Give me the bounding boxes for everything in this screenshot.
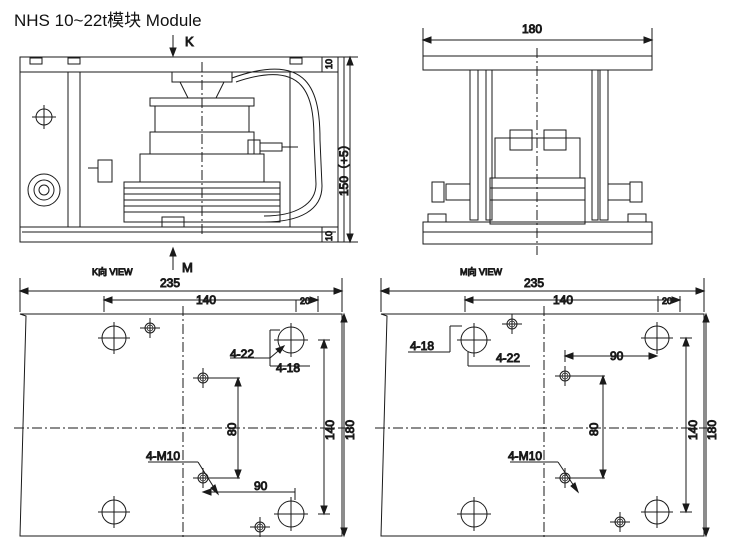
m-marker-label: M	[182, 260, 193, 275]
k-dim-20: 20	[300, 296, 310, 306]
k-plate-outline	[19, 313, 343, 537]
m-view-plan	[375, 278, 710, 540]
k-note-m10: 4-M10	[146, 449, 180, 463]
m-dim-140: 140	[553, 293, 573, 307]
drawing-title: NHS 10~22t模块 Module	[14, 11, 202, 30]
k-hole-bl	[98, 496, 130, 528]
m-tap-4	[610, 512, 630, 532]
side-bolts-right	[607, 181, 643, 203]
k-dim-80: 80	[225, 422, 239, 436]
m-note-418: 4-18	[410, 339, 434, 353]
m-dim-overall: 235	[524, 276, 544, 290]
k-hole-tr	[274, 323, 308, 357]
cable-connector	[247, 139, 298, 155]
k-marker-label: K	[185, 34, 194, 49]
side-bolts-left	[431, 181, 471, 203]
k-note-422: 4-22	[230, 347, 254, 361]
m-hole-tr	[641, 322, 673, 354]
front-outline	[19, 56, 339, 243]
m-hole-br	[641, 496, 673, 528]
k-dim-90: 90	[254, 479, 268, 493]
k-tap-2	[193, 368, 240, 388]
m-view-label: M向 VIEW	[460, 266, 503, 277]
k-view-plan	[14, 278, 348, 540]
front-hole-top	[32, 105, 56, 129]
m-dim-80: 80	[587, 422, 601, 436]
side-load-cell	[489, 129, 586, 225]
k-view-label: K向 VIEW	[92, 266, 133, 277]
m-dim-140v: 140	[686, 420, 700, 440]
k-dim-140v: 140	[323, 420, 337, 440]
m-dim-90: 90	[610, 349, 624, 363]
m-note-422: 4-22	[496, 351, 520, 365]
m-tap-2	[555, 366, 605, 386]
m-dim-180v: 180	[705, 420, 719, 440]
m-tap-1	[502, 314, 522, 334]
front-dim-top: 10	[324, 59, 334, 69]
m-hole-bl	[457, 497, 491, 531]
m-plate-outline	[380, 313, 705, 537]
k-tap-4	[250, 517, 270, 537]
m-note-m10: 4-M10	[508, 449, 542, 463]
front-view	[19, 35, 358, 270]
load-cell	[123, 71, 281, 228]
m-tap-3	[555, 468, 605, 488]
m-hole-tl	[457, 323, 491, 357]
k-dim-180v: 180	[343, 420, 357, 440]
k-tap-1	[140, 318, 160, 338]
k-tap-3	[193, 468, 240, 488]
k-hole-tl	[98, 322, 130, 354]
front-dim-height: 150（+5）	[337, 138, 351, 196]
m-dim-20: 20	[662, 296, 672, 306]
side-view	[421, 28, 654, 255]
k-hole-br	[274, 497, 308, 531]
k-note-418: 4-18	[276, 361, 300, 375]
front-dim-bottom: 10	[324, 231, 334, 241]
cable	[231, 68, 323, 223]
k-dim-140: 140	[196, 293, 216, 307]
side-dim-width: 180	[522, 22, 542, 36]
k-dim-overall: 235	[160, 276, 180, 290]
front-bolt-head	[27, 173, 61, 207]
